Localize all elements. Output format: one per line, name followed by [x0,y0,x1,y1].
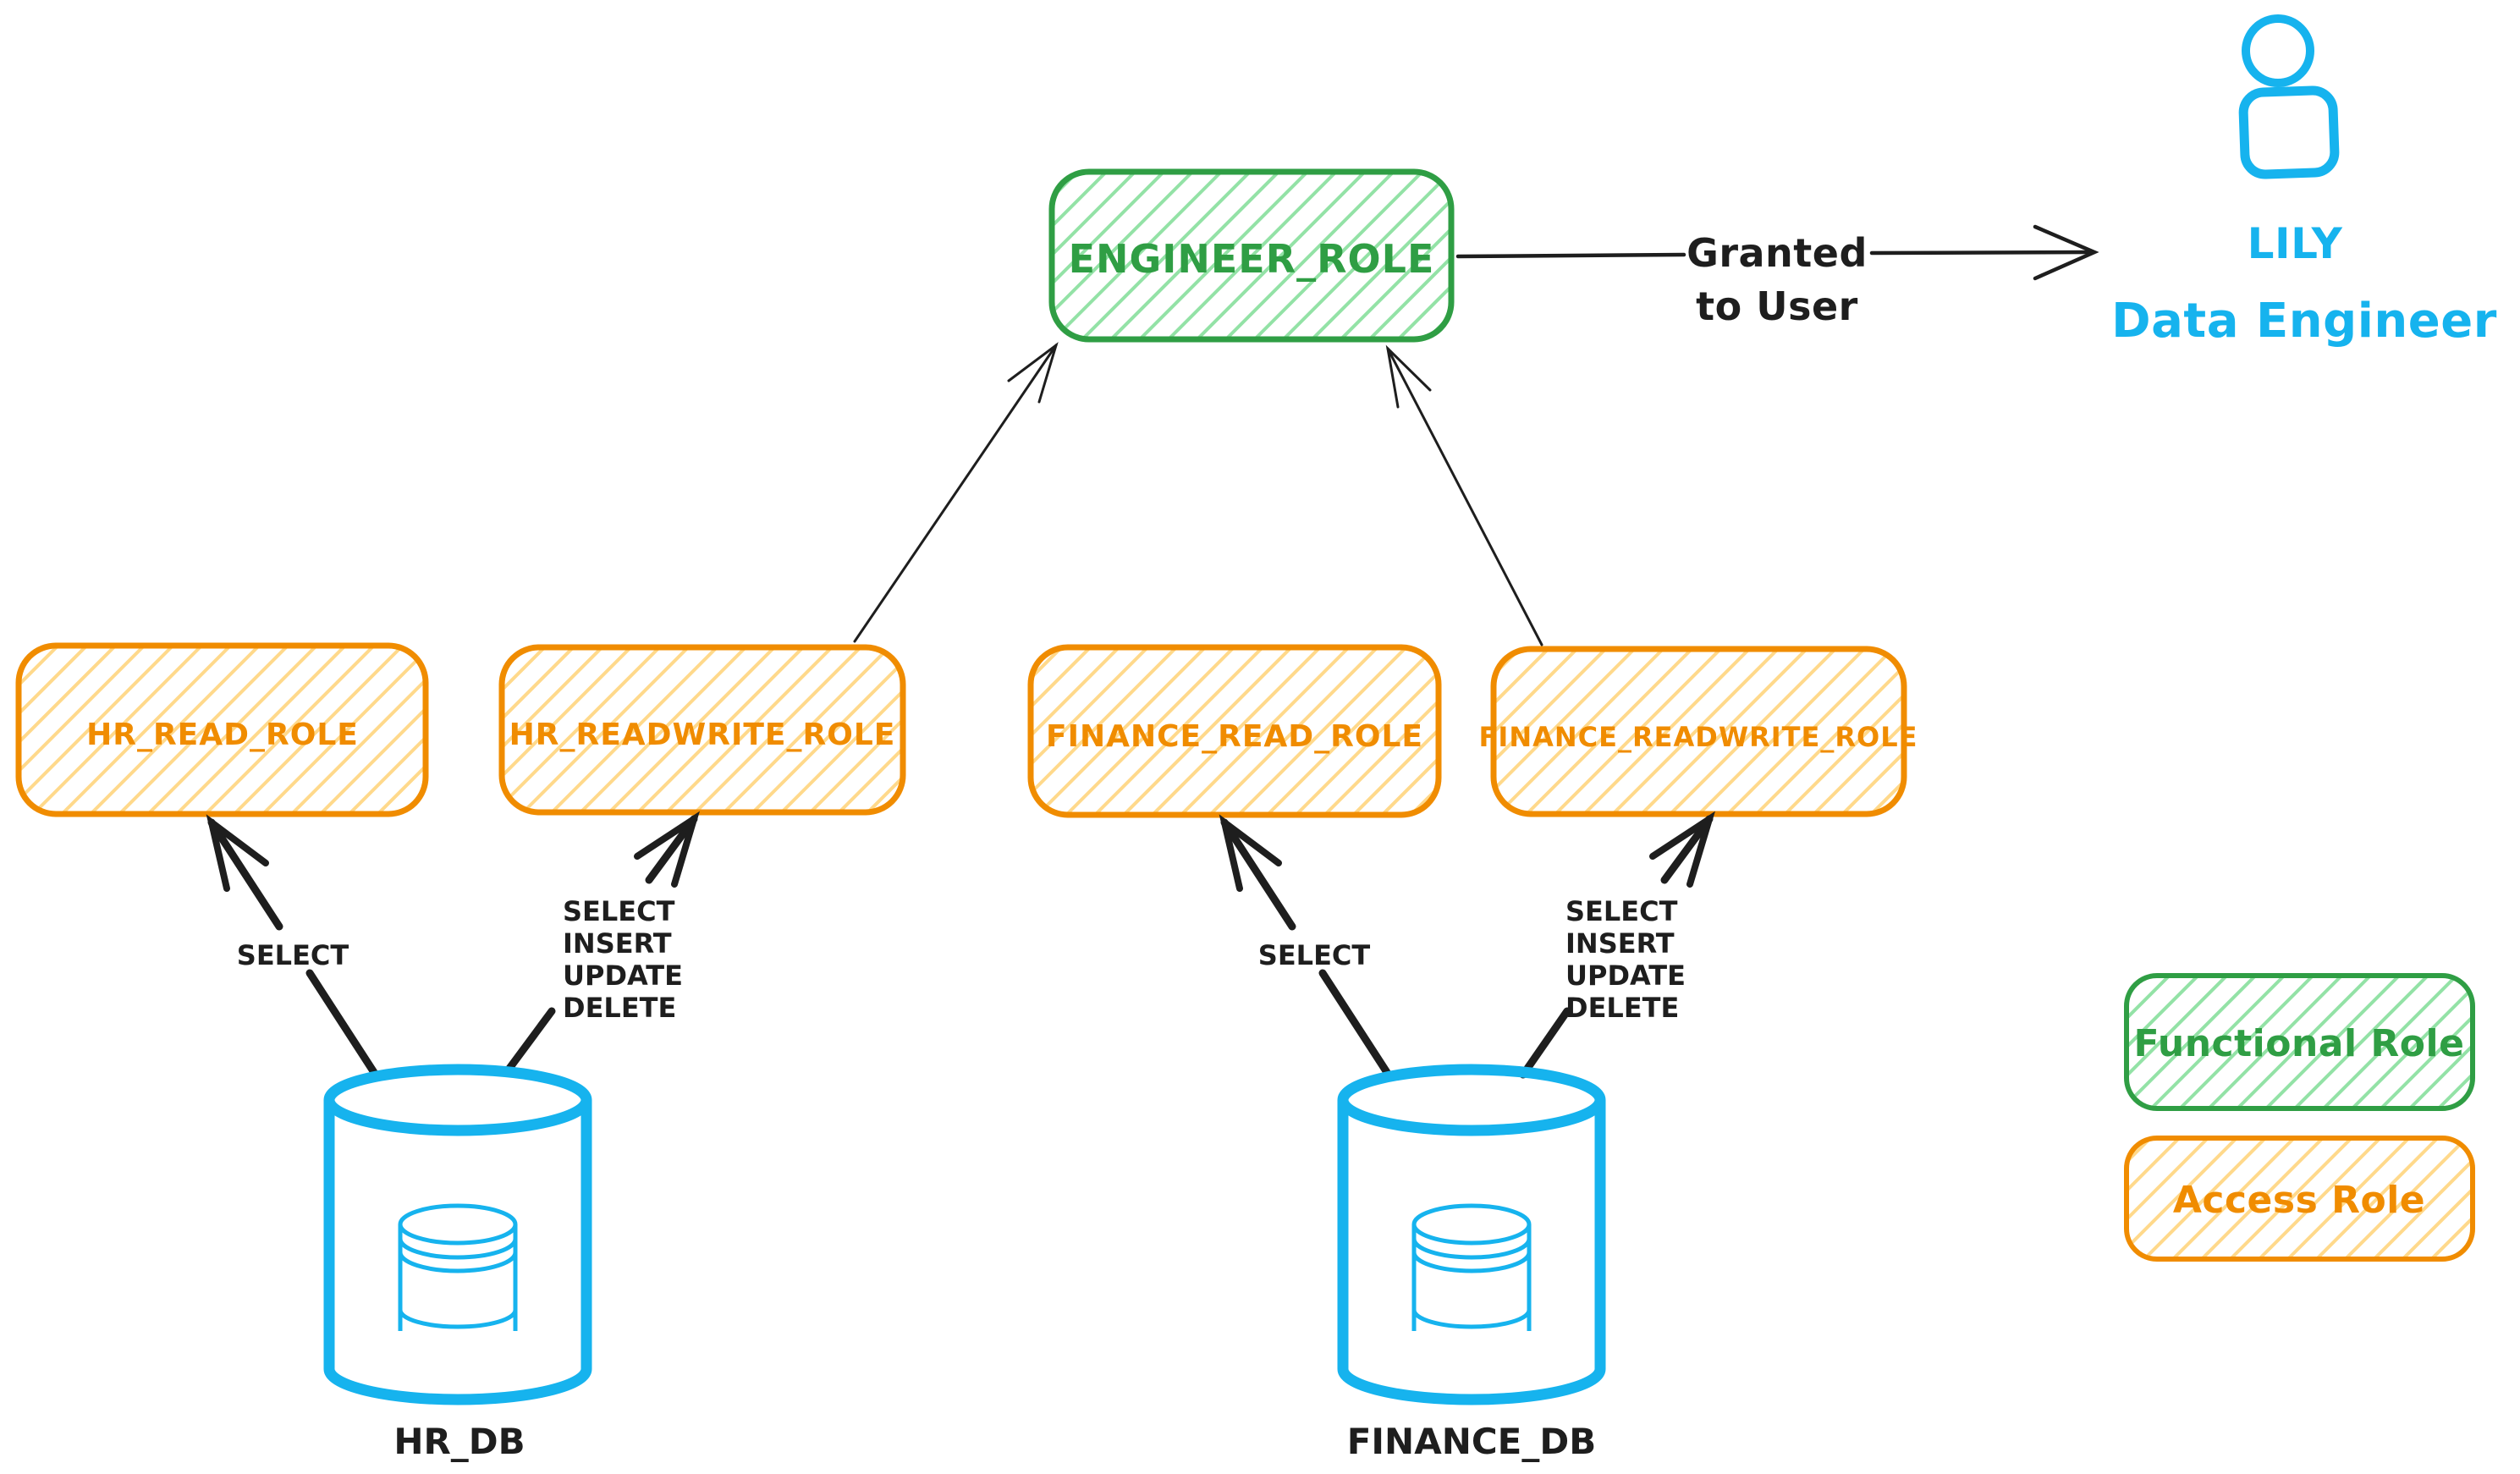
inner-db-sides [1411,1224,1532,1331]
finance-readwrite-role-box [1490,646,1907,817]
privilege-label-hr-read: SELECT [237,939,349,971]
database-cylinder-body [1337,1100,1606,1405]
hr-readwrite-role-label: HR_READWRITE_ROLE [509,718,896,752]
privilege-label: DELETE [1565,992,1679,1024]
user-icon [2238,14,2340,179]
user-node: LILY Data Engineer [2111,14,2497,349]
privilege-label: INSERT [1565,927,1675,960]
privilege-edges [206,811,1715,1081]
finance-readwrite-role-label: FINANCE_READWRITE_ROLE [1479,721,1918,753]
hr-read-role-label: HR_READ_ROLE [86,718,359,752]
finance-read-role-node: FINANCE_READ_ROLE [1027,644,1442,818]
arrowhead-icon [1219,814,1282,892]
privilege-label: SELECT [1565,895,1678,927]
database-cylinder-body [323,1100,592,1405]
privilege-label: INSERT [563,927,672,960]
inner-db-top [398,1203,518,1246]
privilege-label: SELECT [563,895,675,927]
legend-access-box [2124,1136,2475,1262]
privilege-label-finance-read: SELECT [1258,939,1371,971]
database-cylinder-top [1337,1064,1606,1136]
arrowhead-icon [1649,811,1715,888]
legend-functional-role: Functional Role [2124,973,2475,1111]
inner-db-bottom [398,1309,518,1329]
inner-db-top [1411,1203,1532,1246]
grant-edge-label-line2: to User [1696,283,1858,329]
user-icon-head [2242,14,2314,87]
finance-readwrite-role-node: FINANCE_READWRITE_ROLE [1479,646,1918,817]
hr-read-role-node: HR_READ_ROLE [15,642,429,817]
privilege-label: DELETE [563,992,676,1024]
legend-access-role: Access Role [2124,1136,2475,1262]
user-name-label: LILY [2248,219,2343,268]
hr-db-icon [323,1064,592,1405]
grant-edge-label-line1: Granted [1686,230,1868,276]
edge-finance-readwrite-to-engineer [1386,347,1543,646]
database-cylinder-top [323,1064,592,1136]
legend-access-label: Access Role [2173,1179,2425,1222]
grant-edge-line-left [1455,252,1686,259]
engineer-role-node: ENGINEER_ROLE [1048,168,1455,343]
privilege-label: UPDATE [563,960,683,992]
hr-readwrite-role-box [498,644,906,816]
inner-db-bottom [1411,1309,1532,1329]
user-title-label: Data Engineer [2111,294,2497,349]
database-icon [1411,1203,1532,1331]
edge-hrdb-to-hr-readwrite [502,815,698,1077]
privilege-label-hr-readwrite: SELECT INSERT UPDATE DELETE [563,895,683,1024]
hr-readwrite-role-node: HR_READWRITE_ROLE [498,644,906,816]
hr-read-role-box [15,642,429,817]
inner-db-disk-line [398,1251,518,1273]
finance-read-role-box [1027,644,1442,818]
finance-read-role-label: FINANCE_READ_ROLE [1046,719,1423,754]
database-icon [398,1203,518,1331]
privilege-label-finance-readwrite: SELECT INSERT UPDATE DELETE [1565,895,1686,1024]
edge-hr-readwrite-to-engineer [853,344,1058,643]
arrowhead-icon [634,811,700,888]
legend-functional-label: Functional Role [2134,1022,2465,1065]
inner-db-sides [398,1224,518,1331]
arrowhead-icon [1007,342,1059,404]
legend: Functional Role Access Role [2124,973,2475,1262]
grant-edge-line-right [1869,250,2093,256]
edge-findb-to-finance-read [1220,818,1394,1081]
hr-db-label: HR_DB [393,1421,525,1462]
arrowhead-icon [1385,344,1432,409]
finance-db-icon [1337,1064,1606,1405]
privilege-label: UPDATE [1565,960,1686,992]
engineer-role-box [1048,168,1455,343]
hr-db-node: HR_DB [323,1064,592,1462]
grant-edge [1455,224,2099,281]
inner-db-disk-line [1411,1251,1532,1273]
legend-functional-box [2124,973,2475,1111]
arrowhead-icon [206,814,269,892]
finance-db-node: FINANCE_DB [1337,1064,1606,1462]
finance-db-label: FINANCE_DB [1347,1421,1597,1462]
grant-edge-arrowhead-icon [2033,224,2099,281]
edge-findb-to-finance-readwrite [1519,815,1714,1079]
edge-hrdb-to-hr-read [207,818,381,1081]
engineer-role-label: ENGINEER_ROLE [1069,236,1435,282]
role-hierarchy-edges [853,342,1543,646]
user-icon-body [2238,85,2340,179]
inner-db-disk-line [1411,1238,1532,1260]
inner-db-disk-line [398,1238,518,1260]
